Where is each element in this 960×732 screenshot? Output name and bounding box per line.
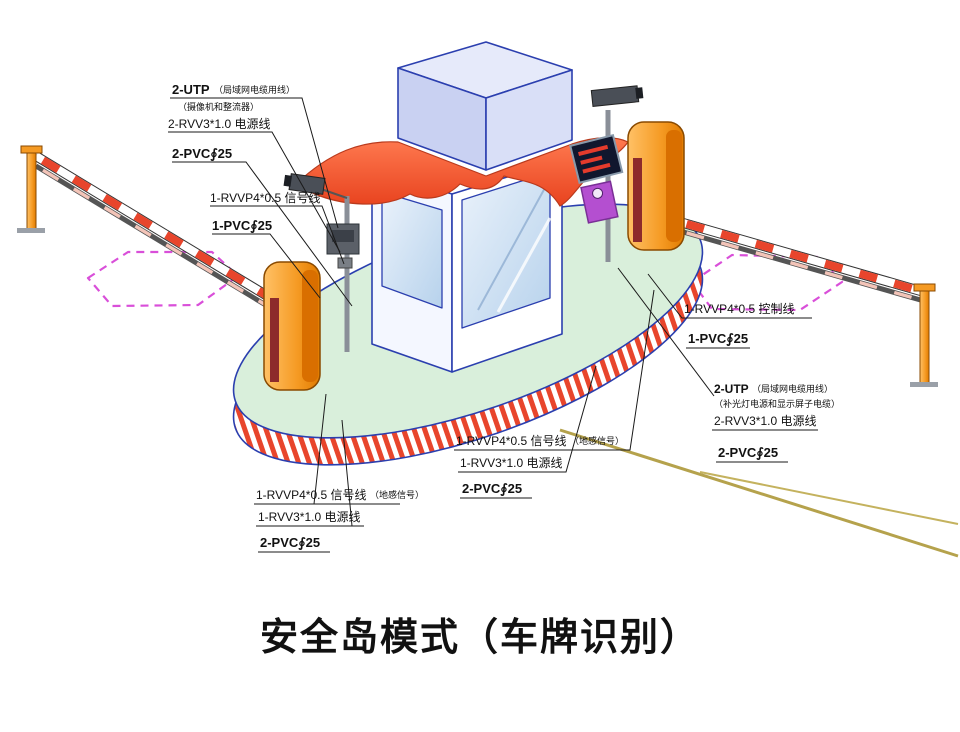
- right-camera-body: [590, 85, 640, 108]
- left-arm-lower-stripes: [35, 164, 275, 312]
- right-loop-outline: [690, 253, 844, 312]
- booth-canopy-roof: [295, 137, 629, 207]
- label-rightlow-note2: （补光灯电源和显示屏子电缆）: [714, 398, 840, 409]
- leader-leftlow-1: [254, 393, 400, 505]
- left-barrier-cabinet: [263, 261, 321, 391]
- right-end-pole-cap: [913, 283, 936, 292]
- left-cabinet-panel: [270, 298, 279, 382]
- right-camera-pole: [569, 85, 644, 262]
- label-rightlow-utp: 2-UTP: [714, 382, 749, 396]
- label-topleft-note2: （摄像机和整流器）: [178, 101, 259, 112]
- label-topleft-pvc: 2-PVC∮25: [172, 146, 232, 161]
- plate-camera-lens: [592, 187, 604, 199]
- label-leftmid-pvc: 1-PVC∮25: [212, 218, 272, 233]
- left-camera-lens: [283, 174, 292, 187]
- right-camera-lens: [635, 87, 644, 99]
- leader-leftlow-2: [256, 419, 364, 527]
- left-end-pole-cap: [20, 145, 43, 154]
- right-barrier-gate: [627, 121, 938, 387]
- cable-labels: 2-UTP （局域网电缆用线） （摄像机和整流器） 2-RVV3*1.0 电源线…: [168, 82, 840, 550]
- leader-topleft-1: [170, 97, 339, 229]
- left-end-pole: [17, 145, 45, 233]
- label-rightmid-signal: 1-RVVP4*0.5 控制线: [684, 302, 795, 316]
- right-end-pole-post: [919, 287, 930, 385]
- label-rightlow-pvc: 2-PVC∮25: [718, 445, 778, 460]
- label-topleft-power: 2-RVV3*1.0 电源线: [168, 117, 271, 131]
- right-end-pole: [910, 283, 938, 387]
- leader-leftmid-2: [212, 233, 321, 299]
- right-barrier-arm: [650, 209, 926, 304]
- right-camera-icon: [590, 85, 644, 108]
- led-text-row-2: [580, 155, 603, 165]
- ground-loops: [86, 250, 844, 312]
- plate-camera-icon: [580, 180, 619, 224]
- window-glare-line-1: [477, 185, 547, 311]
- leader-rightmid-1: [647, 273, 812, 319]
- leader-lines: [168, 97, 818, 553]
- right-arm-lower-stripes: [651, 221, 925, 303]
- booth-left-window: [381, 191, 443, 309]
- label-center-signal-note: （地感信号）: [570, 435, 624, 446]
- led-text-row-1: [578, 144, 609, 157]
- label-topleft-utp: 2-UTP: [172, 82, 210, 97]
- left-loop-outline: [86, 250, 240, 308]
- right-end-pole-base: [910, 382, 938, 387]
- left-end-pole-post: [26, 149, 37, 231]
- left-cabinet-side-shade: [302, 270, 318, 382]
- guard-booth: [295, 41, 629, 373]
- ground-lines: [559, 428, 959, 558]
- label-leftlow-signal-note: （地感信号）: [370, 489, 424, 500]
- leader-rightlow-connector: [617, 267, 715, 397]
- reader-box-screen: [332, 230, 354, 242]
- left-barrier-arm: [33, 151, 277, 313]
- reader-box-base: [337, 257, 353, 269]
- right-barrier-cabinet: [627, 121, 685, 251]
- label-rightmid-pvc: 1-PVC∮25: [688, 331, 748, 346]
- left-arm-stripes: [33, 152, 277, 304]
- label-leftmid-signal: 1-RVVP4*0.5 信号线: [210, 191, 321, 205]
- led-display: [569, 134, 624, 184]
- ground-line-1: [559, 428, 959, 558]
- label-rightlow-utp-note: （局域网电缆用线）: [752, 383, 833, 394]
- leader-leftmid-1: [210, 205, 345, 265]
- leader-topleft-3: [172, 161, 353, 307]
- label-center-pvc: 2-PVC∮25: [462, 481, 522, 496]
- right-arm-stripes: [650, 210, 926, 296]
- label-center-signal: 1-RVVP4*0.5 信号线: [456, 434, 567, 448]
- leader-center-1: [454, 289, 655, 451]
- booth-front-window: [461, 171, 551, 329]
- page-title: 安全岛模式（车牌识别）: [260, 616, 700, 659]
- label-leftlow-pvc: 2-PVC∮25: [260, 535, 320, 550]
- ground-line-2: [699, 471, 959, 525]
- label-leftlow-signal: 1-RVVP4*0.5 信号线: [256, 488, 367, 502]
- plate-camera-body: [580, 180, 619, 224]
- label-center-power: 1-RVV3*1.0 电源线: [460, 456, 563, 470]
- label-rightlow-power: 2-RVV3*1.0 电源线: [714, 414, 817, 428]
- right-cabinet-side-shade: [666, 130, 682, 242]
- label-topleft-utp-note: （局域网电缆用线）: [214, 84, 295, 95]
- label-leftlow-power: 1-RVV3*1.0 电源线: [258, 510, 361, 524]
- leader-center-2: [458, 365, 597, 473]
- left-end-pole-base: [17, 228, 45, 233]
- right-cabinet-panel: [633, 158, 642, 242]
- left-barrier-gate: [17, 145, 321, 391]
- leader-topleft-2: [168, 131, 341, 253]
- window-glare-line-2: [496, 217, 552, 313]
- led-text-row-3: [582, 162, 611, 174]
- booth-topbox-front: [485, 69, 573, 171]
